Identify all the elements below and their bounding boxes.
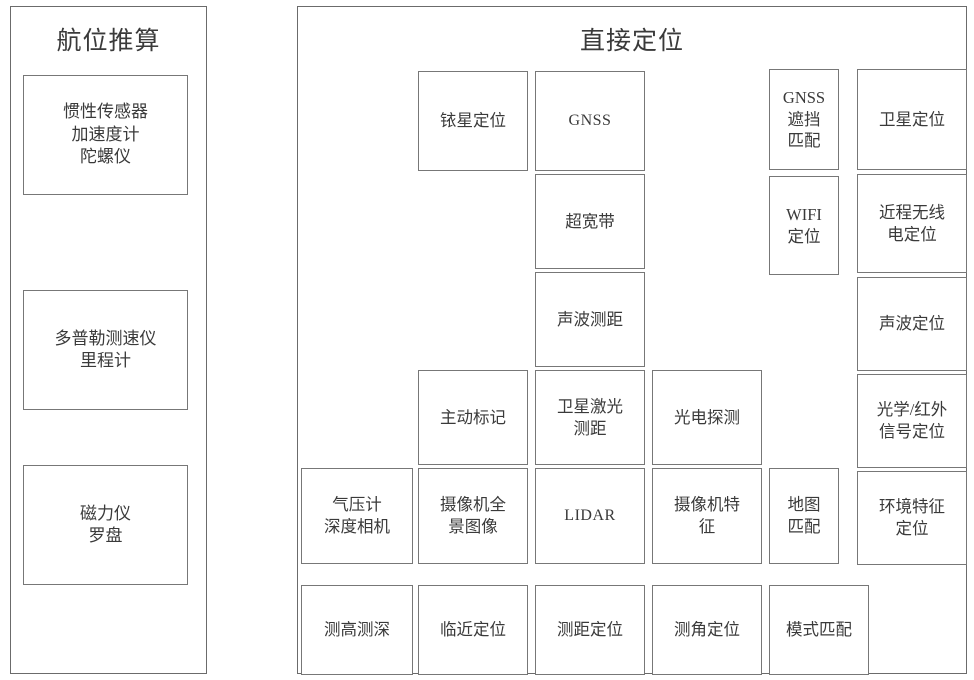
box-active-marker[interactable]: 主动标记 bbox=[418, 370, 528, 465]
box-iridium-positioning[interactable]: 铱星定位 bbox=[418, 71, 528, 171]
panel-dead-reckoning-title: 航位推算 bbox=[56, 28, 161, 55]
box-proximity-positioning[interactable]: 临近定位 bbox=[418, 585, 528, 675]
box-acoustic-positioning[interactable]: 声波定位 bbox=[857, 277, 967, 371]
box-photoelectric-detection[interactable]: 光电探测 bbox=[652, 370, 762, 465]
box-inertial-sensor[interactable]: 惯性传感器 加速度计 陀螺仪 bbox=[23, 75, 188, 195]
box-satellite-positioning[interactable]: 卫星定位 bbox=[857, 69, 967, 170]
box-pattern-matching[interactable]: 模式匹配 bbox=[769, 585, 869, 675]
box-wifi-positioning[interactable]: WIFI 定位 bbox=[769, 176, 839, 275]
box-environmental-feature-positioning[interactable]: 环境特征 定位 bbox=[857, 471, 967, 565]
panel-direct-positioning-title: 直接定位 bbox=[579, 28, 684, 55]
box-short-range-radio-positioning[interactable]: 近程无线 电定位 bbox=[857, 174, 967, 273]
box-ultra-wideband[interactable]: 超宽带 bbox=[535, 174, 645, 269]
box-range-positioning[interactable]: 测距定位 bbox=[535, 585, 645, 675]
box-satellite-laser-ranging[interactable]: 卫星激光 测距 bbox=[535, 370, 645, 465]
box-altitude-depth-measurement[interactable]: 测高测深 bbox=[301, 585, 413, 675]
box-camera-panoramic-image[interactable]: 摄像机全 景图像 bbox=[418, 468, 528, 564]
box-doppler-odometer[interactable]: 多普勒测速仪 里程计 bbox=[23, 290, 188, 410]
box-magnetometer-compass[interactable]: 磁力仪 罗盘 bbox=[23, 465, 188, 585]
box-gnss[interactable]: GNSS bbox=[535, 71, 645, 171]
box-optical-infrared-signal-positioning[interactable]: 光学/红外 信号定位 bbox=[857, 374, 967, 468]
box-acoustic-ranging[interactable]: 声波测距 bbox=[535, 272, 645, 367]
box-lidar[interactable]: LIDAR bbox=[535, 468, 645, 564]
panel-direct-positioning: 直接定位 铱星定位 GNSS GNSS 遮挡 匹配 卫星定位 超宽带 WIFI … bbox=[297, 6, 967, 675]
box-gnss-occlusion-matching[interactable]: GNSS 遮挡 匹配 bbox=[769, 69, 839, 170]
box-camera-features[interactable]: 摄像机特 征 bbox=[652, 468, 762, 564]
panel-dead-reckoning: 航位推算 惯性传感器 加速度计 陀螺仪 多普勒测速仪 里程计 磁力仪 罗盘 bbox=[10, 6, 207, 674]
box-angle-positioning[interactable]: 测角定位 bbox=[652, 585, 762, 675]
box-map-matching[interactable]: 地图 匹配 bbox=[769, 468, 839, 564]
box-barometer-depth-camera[interactable]: 气压计 深度相机 bbox=[301, 468, 413, 564]
